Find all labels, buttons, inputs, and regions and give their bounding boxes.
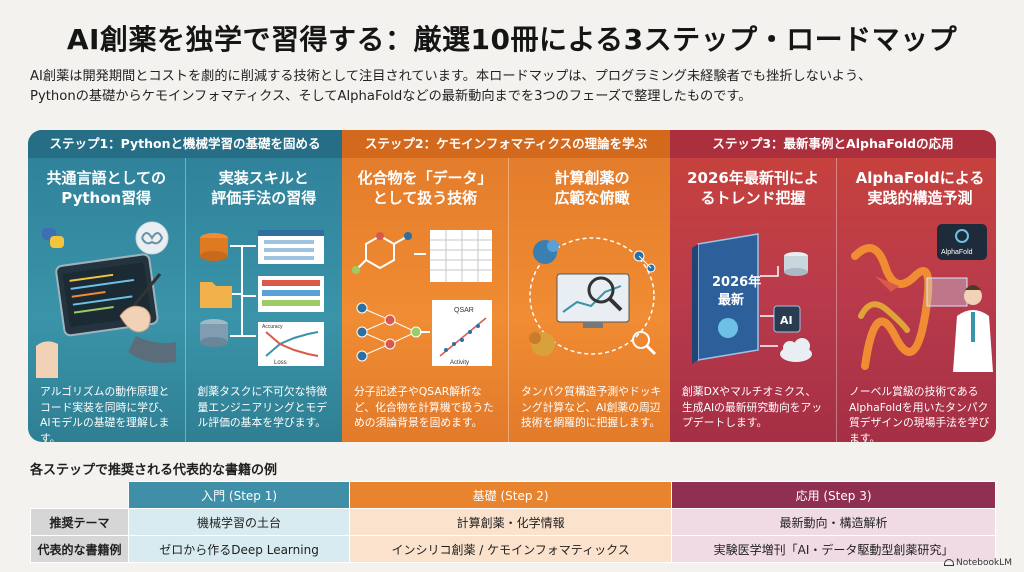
col-title-line-1: 化合物を「データ」 bbox=[350, 168, 500, 188]
header-step3: 応用 (Step 3) bbox=[672, 482, 996, 509]
evaluation-chart-icon: Loss Accuracy bbox=[258, 322, 324, 366]
table-title: 各ステップで推奨される代表的な書籍の例 bbox=[30, 459, 277, 478]
latest-book-illustration: 2026年 最新 AI bbox=[678, 216, 828, 378]
database-icon bbox=[200, 233, 228, 261]
data-pipeline-illustration: Loss Accuracy bbox=[194, 216, 335, 378]
chart-label-accuracy: Accuracy bbox=[262, 324, 283, 330]
table-grid-icon bbox=[258, 276, 324, 312]
book-new-label: 最新 bbox=[718, 292, 744, 308]
step-3-col-trends: 2026年最新刊によ るトレンド把握 2026年 最新 bbox=[670, 158, 836, 442]
col-desc: 創薬DXやマルチオミクス、生成AIの最新研究動向をアップデートします。 bbox=[678, 384, 828, 431]
col-title-line-2: として扱う技術 bbox=[350, 188, 500, 208]
table-cell: ゼロから作るDeep Learning bbox=[129, 536, 350, 563]
protein-ribbon-icon bbox=[855, 248, 928, 366]
col-title-line-1: 共通言語としての bbox=[36, 168, 177, 188]
col-title: 実装スキルと 評価手法の習得 bbox=[194, 168, 335, 212]
alphafold-logo-label: AlphaFold bbox=[941, 249, 973, 256]
tablet-coding-illustration bbox=[36, 216, 177, 378]
step-3: ステップ3：最新事例とAlphaFoldの応用 2026年最新刊によ るトレンド… bbox=[670, 130, 996, 442]
col-title-line-2: 広範な俯瞰 bbox=[517, 188, 667, 208]
book-year-label: 2026年 bbox=[712, 274, 761, 290]
alphafold-logo-icon: AlphaFold bbox=[937, 224, 987, 260]
table-cell: 機械学習の土台 bbox=[129, 509, 350, 536]
col-title: 計算創薬の 広範な俯瞰 bbox=[517, 168, 667, 212]
book-table: 入門 (Step 1) 基礎 (Step 2) 応用 (Step 3) 推奨テー… bbox=[30, 481, 996, 563]
col-title-line-2: るトレンド把握 bbox=[678, 188, 828, 208]
table-row: 推奨テーマ 機械学習の土台 計算創薬・化学情報 最新動向・構造解析 bbox=[31, 509, 996, 536]
intro-line-2: Pythonの基礎からケモインフォマティクス、そしてAlphaFoldなどの最新… bbox=[30, 87, 1000, 107]
table-cell: インシリコ創薬 / ケモインフォマティックス bbox=[350, 536, 672, 563]
col-title-line-1: 2026年最新刊によ bbox=[678, 168, 828, 188]
ai-chip-label: AI bbox=[780, 314, 793, 327]
intro-line-1: AI創薬は開発期間とコストを劇的に削減する技術として注目されています。本ロードマ… bbox=[30, 67, 1000, 87]
neural-network-icon bbox=[357, 303, 421, 361]
table-cell: 最新動向・構造解析 bbox=[672, 509, 996, 536]
brand-text: NotebookLM bbox=[956, 558, 1012, 568]
step-2-col-data: 化合物を「データ」 として扱う技術 bbox=[342, 158, 508, 442]
step-1-header: ステップ1：Pythonと機械学習の基礎を固める bbox=[28, 130, 342, 158]
col-title-line-2: 実践的構造予測 bbox=[845, 188, 995, 208]
chart-label-loss: Loss bbox=[274, 360, 287, 366]
qsar-chart-icon: QSAR Activity bbox=[432, 300, 492, 366]
step-3-col-alphafold: AlphaFoldによる 実践的構造予測 AlphaFold bbox=[836, 158, 996, 442]
col-desc: 分子記述子やQSAR解析など、化合物を計算機で扱うための須論背景を固めます。 bbox=[350, 384, 500, 431]
server-icon bbox=[200, 319, 228, 347]
molecule-node-icon bbox=[634, 251, 655, 272]
row-label-theme: 推奨テーマ bbox=[31, 509, 129, 536]
table-row: 代表的な書籍例 ゼロから作るDeep Learning インシリコ創薬 / ケモ… bbox=[31, 536, 996, 563]
alphafold-illustration: AlphaFold bbox=[845, 216, 995, 378]
python-logo-icon bbox=[42, 228, 64, 248]
col-title: 化合物を「データ」 として扱う技術 bbox=[350, 168, 500, 212]
col-title: 共通言語としての Python習得 bbox=[36, 168, 177, 212]
ai-chip-icon: AI bbox=[774, 306, 800, 332]
col-desc: 創薬タスクに不可欠な特徴量エンジニアリングとモデル評価の基本を学びます。 bbox=[194, 384, 335, 431]
table-cell: 計算創薬・化学情報 bbox=[350, 509, 672, 536]
header-step1: 入門 (Step 1) bbox=[129, 482, 350, 509]
col-title-line-2: Python習得 bbox=[36, 188, 177, 208]
spreadsheet-icon bbox=[258, 230, 324, 264]
molecule-to-data-illustration: QSAR Activity bbox=[350, 216, 500, 378]
table-header-row: 入門 (Step 1) 基礎 (Step 2) 応用 (Step 3) bbox=[31, 482, 996, 509]
step-2-col-overview: 計算創薬の 広範な俯瞰 bbox=[508, 158, 675, 442]
database-icon bbox=[784, 252, 808, 276]
hologram-screen-icon bbox=[927, 278, 967, 306]
step-3-header: ステップ3：最新事例とAlphaFoldの応用 bbox=[670, 130, 996, 158]
step-2-header: ステップ2：ケモインフォマティクスの理論を学ぶ bbox=[342, 130, 670, 158]
col-title-line-1: 実装スキルと bbox=[194, 168, 335, 188]
folder-icon bbox=[200, 282, 232, 308]
cloud-icon bbox=[780, 338, 812, 362]
page-title: AI創薬を独学で習得する：厳選10冊による3ステップ・ロードマップ bbox=[0, 18, 1024, 58]
computational-overview-illustration bbox=[517, 216, 667, 378]
col-title: 2026年最新刊によ るトレンド把握 bbox=[678, 168, 828, 212]
col-title-line-1: AlphaFoldによる bbox=[845, 168, 995, 188]
qsar-label: QSAR bbox=[454, 307, 474, 314]
row-label-books: 代表的な書籍例 bbox=[31, 536, 129, 563]
roadmap-panel: ステップ1：Pythonと機械学習の基礎を固める 共通言語としての Python… bbox=[28, 130, 996, 442]
step-1-col-skills: 実装スキルと 評価手法の習得 bbox=[185, 158, 343, 442]
protein-structure-icon bbox=[529, 332, 555, 356]
col-desc: アルゴリズムの動作原理とコード実装を同時に学び、AIモデルの基礎を理解します。 bbox=[36, 384, 177, 442]
col-title-line-1: 計算創薬の bbox=[517, 168, 667, 188]
step-2: ステップ2：ケモインフォマティクスの理論を学ぶ 化合物を「データ」 として扱う技… bbox=[342, 130, 670, 442]
step-1: ステップ1：Pythonと機械学習の基礎を固める 共通言語としての Python… bbox=[28, 130, 342, 442]
notebooklm-icon bbox=[944, 559, 954, 566]
book-icon: 2026年 最新 bbox=[692, 234, 761, 364]
brain-icon bbox=[136, 222, 168, 254]
step-1-col-python: 共通言語としての Python習得 bbox=[28, 158, 185, 442]
intro-text: AI創薬は開発期間とコストを劇的に削減する技術として注目されています。本ロードマ… bbox=[30, 67, 1000, 107]
molecule-icon bbox=[352, 232, 412, 274]
data-matrix-icon bbox=[430, 230, 492, 282]
col-desc: ノーベル賞級の技術であるAlphaFoldを用いたタンパク質デザインの現場手法を… bbox=[845, 384, 995, 442]
col-title-line-2: 評価手法の習得 bbox=[194, 188, 335, 208]
col-title: AlphaFoldによる 実践的構造予測 bbox=[845, 168, 995, 212]
brand-label: NotebookLM bbox=[944, 558, 1012, 568]
protein-icon bbox=[533, 240, 559, 264]
col-desc: タンパク質構造予測やドッキング計算など、AI創薬の周辺技術を網羅的に把握します。 bbox=[517, 384, 667, 431]
header-step2: 基礎 (Step 2) bbox=[350, 482, 672, 509]
search-icon bbox=[633, 332, 655, 354]
activity-label: Activity bbox=[450, 360, 469, 366]
table-corner bbox=[31, 482, 129, 509]
